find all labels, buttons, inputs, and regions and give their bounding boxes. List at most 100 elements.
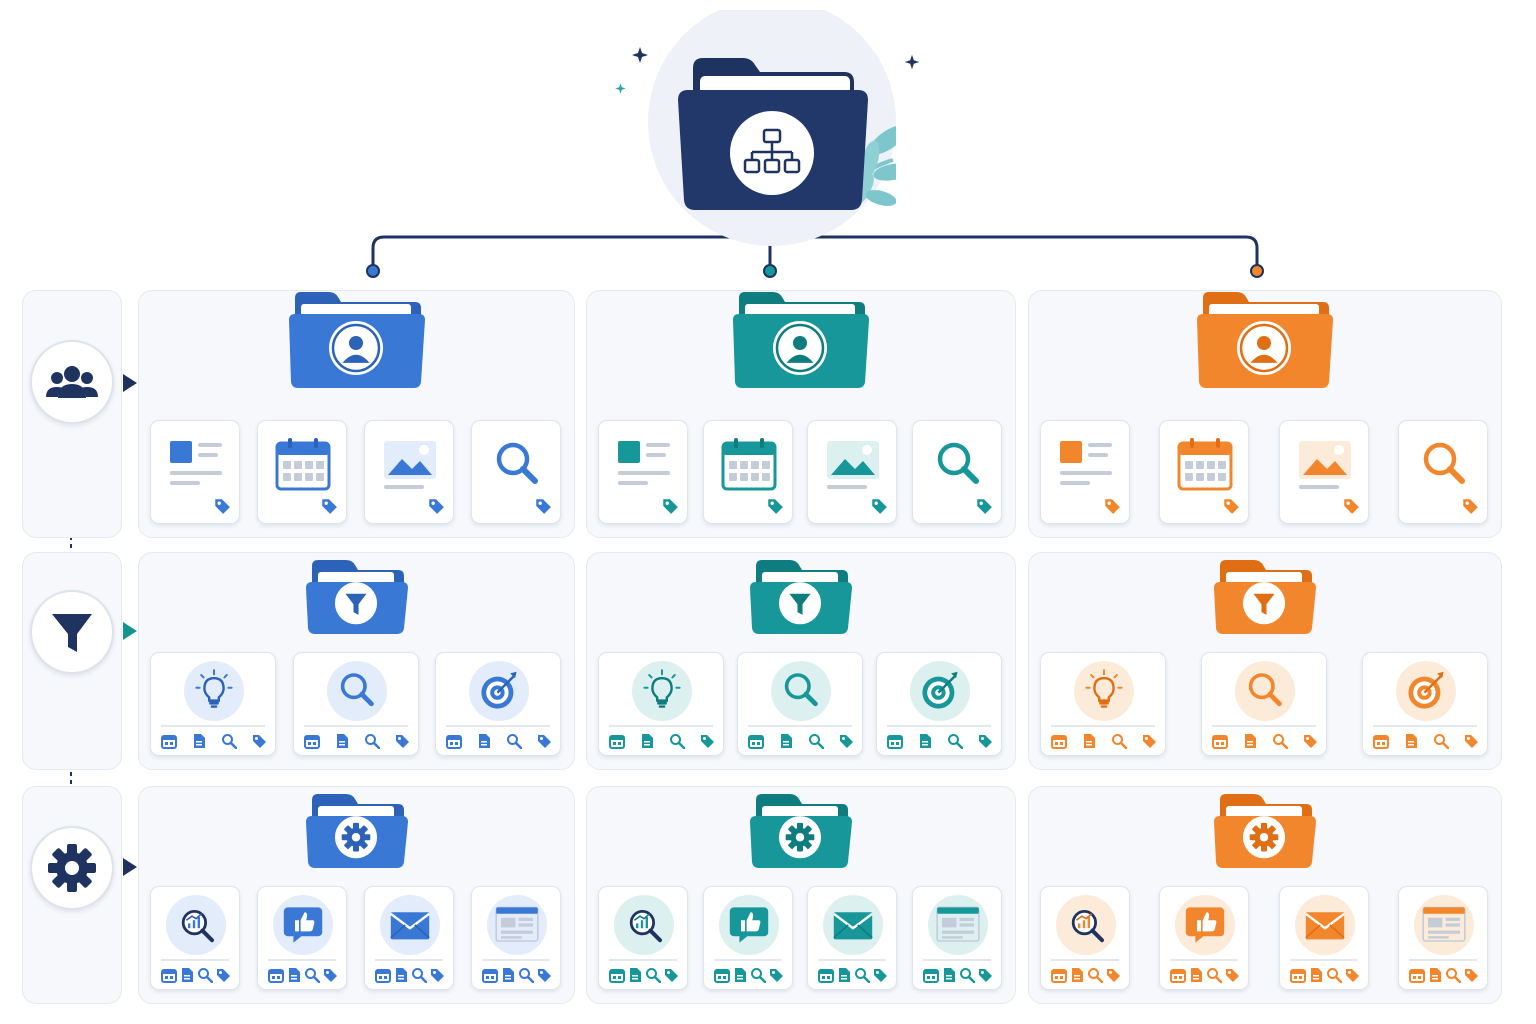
folder-people-teal[interactable] <box>731 290 869 390</box>
card-filter-blue-lightbulb-icon[interactable] <box>150 652 276 756</box>
mini-search-icon <box>1207 968 1223 983</box>
mini-tag-icon <box>253 735 266 748</box>
card-settings-orange-thumbs-up-icon[interactable] <box>1159 886 1250 990</box>
card-filter-teal-lightbulb-icon[interactable] <box>598 652 724 756</box>
gear-icon <box>48 844 96 892</box>
row-arrow-settings <box>123 858 137 876</box>
sparkle-icon <box>615 83 626 94</box>
folder-settings-orange[interactable] <box>1212 792 1316 870</box>
layout-icon <box>1414 895 1474 955</box>
mini-calendar-icon <box>818 969 835 983</box>
mini-document-icon <box>944 968 955 982</box>
mini-calendar-icon <box>887 735 903 749</box>
card-people-teal-document-icon[interactable] <box>598 420 688 524</box>
card-settings-teal-layout-icon[interactable] <box>912 886 1002 990</box>
folder-people-blue[interactable] <box>287 290 425 390</box>
mini-tag-icon <box>1226 969 1240 982</box>
folder-filter-teal[interactable] <box>748 558 852 636</box>
folder-settings-teal[interactable] <box>748 792 852 870</box>
row-arrow-people <box>123 374 137 392</box>
side-button-settings[interactable] <box>30 826 114 910</box>
mini-tag-icon <box>1465 735 1478 748</box>
card-filter-blue-search-icon[interactable] <box>292 652 419 756</box>
mini-calendar-icon <box>268 969 284 983</box>
side-button-filter[interactable] <box>30 590 114 674</box>
mini-search-icon <box>364 734 380 749</box>
mini-document-icon <box>1084 734 1095 748</box>
folder-filter-orange[interactable] <box>1212 558 1316 636</box>
mini-document-icon <box>1072 968 1083 982</box>
card-filter-teal-target-icon[interactable] <box>876 652 1002 756</box>
mini-search-icon <box>948 734 963 749</box>
card-settings-blue-analytics-icon[interactable] <box>150 886 240 990</box>
search-icon <box>771 661 831 721</box>
target-icon <box>1396 661 1456 721</box>
card-settings-teal-thumbs-up-icon[interactable] <box>702 886 793 990</box>
card-settings-teal-mail-icon[interactable] <box>807 886 898 990</box>
mini-document-icon <box>781 734 792 748</box>
calendar-icon <box>1177 438 1233 491</box>
mini-search-icon <box>670 734 685 749</box>
search-icon <box>496 442 538 484</box>
card-settings-blue-mail-icon[interactable] <box>364 886 454 990</box>
card-people-teal-calendar-icon[interactable] <box>702 420 793 524</box>
folder-settings-blue[interactable] <box>304 792 408 870</box>
card-people-orange-search-icon[interactable] <box>1398 420 1488 524</box>
mini-document-icon <box>182 968 193 982</box>
mini-search-icon <box>519 968 534 983</box>
card-filter-orange-lightbulb-icon[interactable] <box>1040 652 1166 756</box>
mini-document-icon <box>1430 968 1441 982</box>
mini-calendar-icon <box>161 735 177 749</box>
card-people-orange-calendar-icon[interactable] <box>1159 420 1250 524</box>
card-filter-orange-target-icon[interactable] <box>1362 652 1488 756</box>
document-icon <box>618 441 670 485</box>
mini-calendar-icon <box>1409 969 1425 983</box>
mini-calendar-icon <box>1170 969 1187 983</box>
card-people-orange-document-icon[interactable] <box>1040 420 1130 524</box>
mini-search-icon <box>507 734 522 749</box>
card-settings-orange-mail-icon[interactable] <box>1278 886 1369 990</box>
mini-tag-icon <box>217 969 230 982</box>
card-settings-orange-layout-icon[interactable] <box>1398 886 1488 990</box>
card-people-teal-search-icon[interactable] <box>912 420 1002 524</box>
mini-calendar-icon <box>1212 735 1228 749</box>
mini-document-icon <box>839 968 851 982</box>
card-filter-teal-search-icon[interactable] <box>737 652 863 756</box>
mail-icon <box>1294 895 1355 955</box>
folder-people-orange[interactable] <box>1195 290 1333 390</box>
target-icon <box>469 661 529 721</box>
mini-tag-icon <box>874 969 888 982</box>
mini-tag-icon <box>431 969 444 982</box>
card-settings-blue-layout-icon[interactable] <box>471 886 561 990</box>
mini-search-icon <box>198 968 213 983</box>
card-people-blue-calendar-icon[interactable] <box>257 420 347 524</box>
card-settings-orange-analytics-icon[interactable] <box>1040 886 1130 990</box>
analytics-icon <box>614 895 674 955</box>
card-people-blue-image-icon[interactable] <box>364 420 454 524</box>
card-people-teal-image-icon[interactable] <box>807 420 898 524</box>
connector-dot-orange <box>1250 264 1264 278</box>
mini-calendar-icon <box>1289 969 1306 983</box>
folder-filter-blue[interactable] <box>304 558 408 636</box>
mini-search-icon <box>305 968 320 983</box>
mini-calendar-icon <box>1051 969 1067 983</box>
mini-document-icon <box>920 734 931 748</box>
card-people-blue-document-icon[interactable] <box>150 420 240 524</box>
card-filter-orange-search-icon[interactable] <box>1201 652 1327 756</box>
users-icon <box>46 366 98 398</box>
mini-search-icon <box>1326 968 1342 983</box>
mini-search-icon <box>1273 734 1288 749</box>
card-people-blue-search-icon[interactable] <box>471 420 561 524</box>
card-settings-blue-thumbs-up-icon[interactable] <box>257 886 347 990</box>
card-people-orange-image-icon[interactable] <box>1278 420 1369 524</box>
mini-document-icon <box>503 968 514 982</box>
root-node[interactable] <box>648 0 913 250</box>
document-icon <box>170 441 222 485</box>
mini-calendar-icon <box>446 735 462 749</box>
tag-icon <box>429 499 444 514</box>
side-button-people[interactable] <box>30 340 114 424</box>
card-filter-blue-target-icon[interactable] <box>435 652 561 756</box>
card-settings-teal-analytics-icon[interactable] <box>598 886 688 990</box>
mini-search-icon <box>855 968 871 983</box>
mini-document-icon <box>194 734 205 748</box>
